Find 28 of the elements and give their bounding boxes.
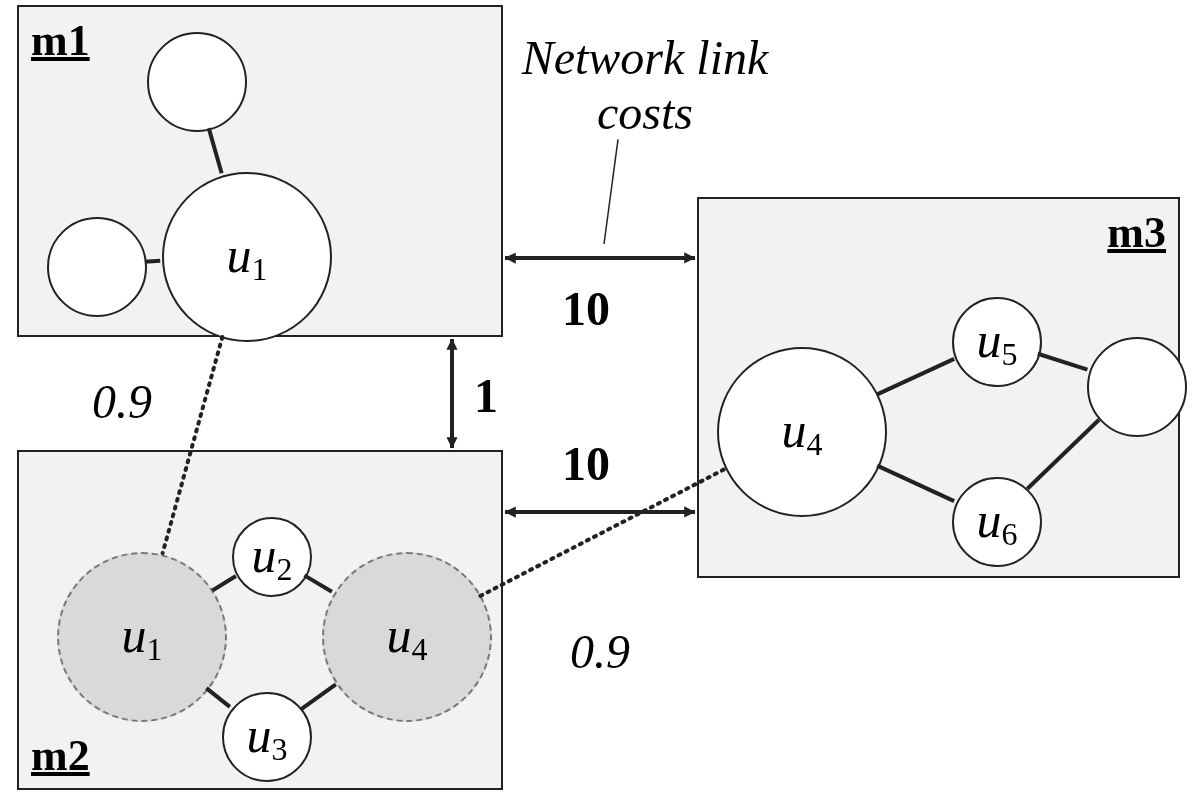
link-line bbox=[300, 682, 337, 711]
double-arrow bbox=[504, 506, 696, 518]
double-arrow bbox=[504, 252, 696, 264]
link-line bbox=[206, 127, 224, 174]
double-arrow bbox=[446, 338, 458, 449]
group-box bbox=[17, 450, 503, 790]
node-label: u$_{4}$ bbox=[386, 609, 428, 665]
node-label: u$_{1}$ bbox=[121, 609, 163, 665]
node-label: u$_{4}$ bbox=[781, 404, 823, 460]
box-title: m1 bbox=[31, 19, 90, 63]
dotted-line bbox=[478, 467, 727, 598]
link-line bbox=[211, 574, 237, 593]
box-title: m2 bbox=[31, 734, 90, 778]
link-line bbox=[1037, 351, 1088, 372]
node-label: u$_{3}$ bbox=[246, 709, 288, 765]
link-line bbox=[144, 258, 161, 264]
dotted-line bbox=[160, 334, 225, 556]
leader-line bbox=[603, 138, 619, 245]
box-title: m3 bbox=[1107, 211, 1166, 255]
link-line bbox=[205, 686, 232, 709]
link-line bbox=[876, 357, 955, 397]
node-label: u$_{5}$ bbox=[976, 314, 1018, 370]
link-line bbox=[1026, 418, 1101, 491]
node-label: u$_{2}$ bbox=[251, 529, 293, 585]
node-label: u$_{6}$ bbox=[976, 494, 1018, 550]
node-label: u$_{1}$ bbox=[226, 229, 268, 285]
link-line bbox=[876, 463, 955, 503]
annotation-text: Network link costs bbox=[520, 30, 770, 141]
